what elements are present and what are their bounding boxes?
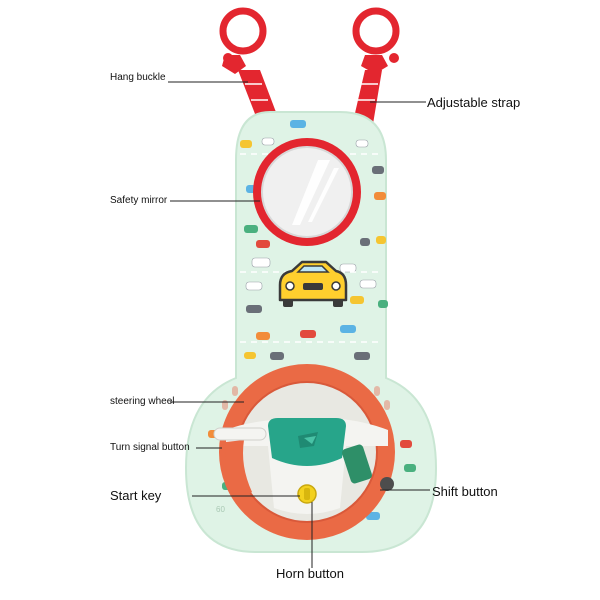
gauge-reading: 60 xyxy=(216,505,225,514)
shift-button-label: Shift button xyxy=(432,484,498,499)
start-key-label: Start key xyxy=(110,488,162,503)
turn-signal-lever xyxy=(213,427,267,441)
hang-buckle-label: Hang buckle xyxy=(110,72,166,83)
left-hang-buckle xyxy=(219,7,267,74)
adjustable-strap-label: Adjustable strap xyxy=(427,95,521,110)
horn-button-label: Horn button xyxy=(276,566,344,581)
safety-mirror-label: Safety mirror xyxy=(110,195,168,206)
yellow-car-badge xyxy=(278,260,348,307)
leader-lines xyxy=(168,81,430,568)
right-hang-buckle xyxy=(352,7,400,74)
horn-pad xyxy=(268,418,346,466)
steering-wheel-label: steering wheel xyxy=(110,396,175,407)
start-key xyxy=(297,484,317,504)
turn-signal-button-label: Turn signal button xyxy=(110,442,190,453)
safety-mirror xyxy=(253,138,361,246)
shift-lever xyxy=(342,444,394,491)
